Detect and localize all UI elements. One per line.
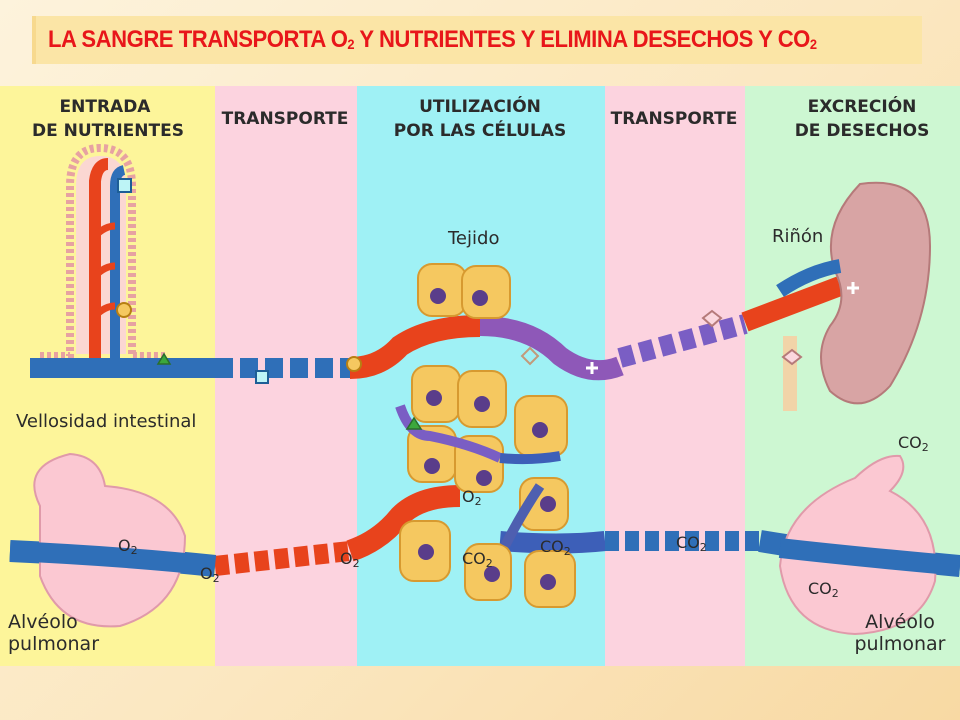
tissue-cells (395, 263, 576, 608)
page-title: LA SANGRE TRANSPORTA O2 Y NUTRIENTES Y E… (48, 26, 817, 53)
tissue-label: Tejido (447, 228, 499, 249)
column-transport-1 (215, 86, 357, 666)
alveolus-left-line2: pulmonar (8, 633, 99, 655)
heading-cells-2: POR LAS CÉLULAS (394, 119, 566, 141)
nutrient-square-transport (255, 370, 269, 384)
column-headings: ENTRADA DE NUTRIENTES TRANSPORTE UTILIZA… (32, 95, 929, 141)
nutrient-triangle-cells (405, 416, 423, 430)
heading-excretion-1: EXCRECIÓN (808, 95, 917, 117)
gas-label-cells-co2-vessel: CO2 (540, 537, 571, 558)
nutrient-triangle-villus (156, 352, 172, 365)
heading-excretion-2: DE DESECHOS (795, 121, 930, 141)
gas-label-cells-o2-lower: O2 (340, 549, 360, 570)
waste-diamond-transport (701, 309, 723, 328)
transport-markers (116, 178, 859, 430)
gas-label-alveolus-left-o2: O2 (118, 536, 138, 557)
gas-label-transport-left-o2: O2 (200, 564, 220, 585)
kidney-label: Riñón (772, 226, 823, 247)
nutrient-circle-transport (346, 356, 362, 372)
alveolus-right-line1: Alvéolo (865, 611, 935, 633)
blood-transport-diagram: ENTRADA DE NUTRIENTES TRANSPORTE UTILIZA… (0, 86, 960, 666)
lung-vessel-left (9, 541, 217, 576)
waste-diamond-cells (520, 346, 540, 366)
gas-label-exhaled-co2: CO2 (898, 433, 929, 454)
heading-transport-2: TRANSPORTE (611, 109, 738, 129)
gas-label-alveolus-right-co2: CO2 (808, 579, 839, 600)
heading-intake-2: DE NUTRIENTES (32, 121, 184, 141)
heading-intake-1: ENTRADA (60, 97, 152, 117)
column-transport-2 (605, 86, 745, 666)
heading-transport-1: TRANSPORTE (222, 109, 349, 129)
intestinal-villus (30, 143, 215, 378)
alveolus-left: Alvéolo pulmonar (8, 452, 187, 655)
alveolus-left-line1: Alvéolo (8, 611, 78, 633)
heading-cells-1: UTILIZACIÓN (419, 95, 541, 117)
waste-diamond-kidney (781, 348, 803, 366)
villus-label: Vellosidad intestinal (16, 411, 196, 432)
nutrient-circle-villus (116, 302, 132, 318)
gas-label-transport-right-co2: CO2 (676, 533, 707, 554)
waste-plus-cells (586, 362, 598, 374)
waste-plus-kidney (847, 282, 859, 294)
gas-label-cells-co2: CO2 (462, 549, 493, 570)
alveolus-right: Alvéolo pulmonar (778, 454, 946, 655)
lung-vessel-right (778, 538, 960, 576)
alveolus-right-line2: pulmonar (854, 633, 945, 655)
gas-labels: O2 O2 O2 O2 CO2 CO2 CO2 CO2 CO2 (118, 433, 929, 600)
nutrient-square-villus (117, 178, 132, 193)
title-banner: LA SANGRE TRANSPORTA O2 Y NUTRIENTES Y E… (32, 16, 922, 64)
upper-vessel (215, 276, 844, 381)
gas-label-cells-o2-upper: O2 (462, 487, 482, 508)
kidney: Riñón (772, 181, 932, 411)
